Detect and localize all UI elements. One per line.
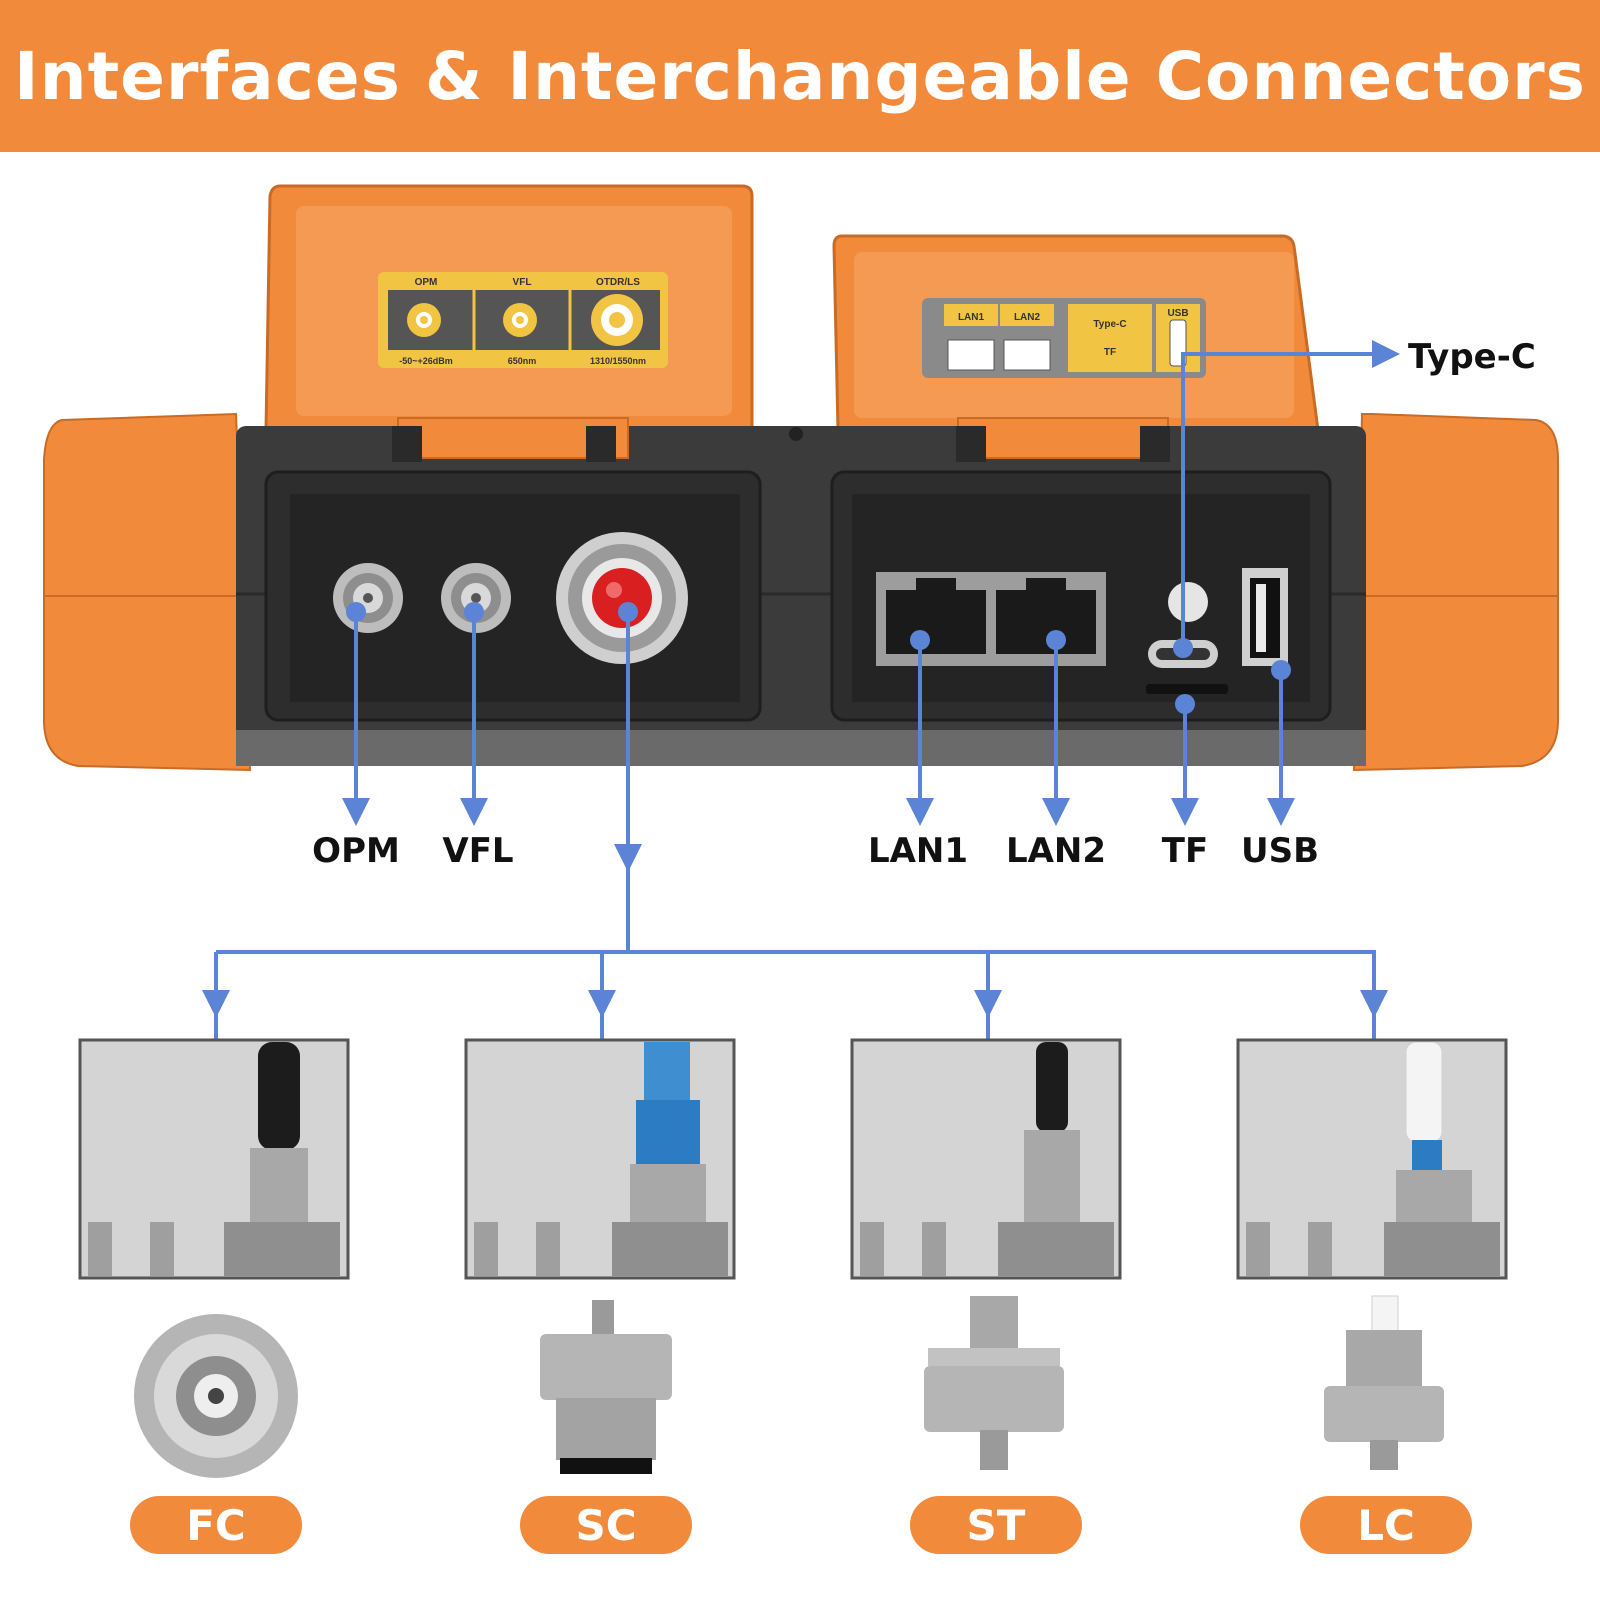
left-port-cover: OPM VFL OTDR/LS -50~+26dBm 650nm 1310/15…: [264, 184, 754, 432]
cover-label-opm: OPM: [415, 277, 438, 288]
right-bumper: [1352, 413, 1559, 772]
right-port-cover: LAN1 LAN2 Type-C TF USB: [832, 234, 1320, 432]
adapter-sc: [540, 1300, 672, 1474]
cover-label-vfl: VFL: [513, 277, 532, 288]
cover-spec-otdr: 1310/1550nm: [590, 356, 646, 366]
opm-port: [333, 563, 403, 633]
connector-st-label: ST: [910, 1496, 1082, 1554]
connector-fc-label: FC: [130, 1496, 302, 1554]
left-bumper: [43, 412, 252, 772]
label-lan2: LAN2: [1006, 831, 1106, 871]
connector-sc-label: SC: [520, 1496, 692, 1554]
cover-label-lan2: LAN2: [1014, 312, 1041, 323]
device-body: [236, 417, 1366, 766]
usb-port: [1242, 568, 1288, 666]
connector-photo-st: [850, 1038, 1122, 1280]
cover-label-typec: Type-C: [1093, 319, 1126, 330]
cover-label-otdr: OTDR/LS: [596, 277, 640, 288]
otdr-port: [556, 532, 688, 664]
port-arrows: [202, 340, 1400, 1040]
connector-lc-label: LC: [1300, 1496, 1472, 1554]
cover-label-lan1: LAN1: [958, 312, 985, 323]
cover-spec-vfl: 650nm: [508, 356, 537, 366]
label-vfl: VFL: [442, 831, 513, 871]
cover-label-usb: USB: [1167, 308, 1188, 319]
cover-spec-opm: -50~+26dBm: [399, 356, 453, 366]
label-type-c: Type-C: [1408, 337, 1536, 377]
page-title: Interfaces & Interchangeable Connectors: [14, 37, 1586, 115]
adapter-lc: [1324, 1295, 1444, 1470]
connector-photo-lc: [1236, 1038, 1508, 1280]
label-opm: OPM: [312, 831, 400, 871]
title-banner: Interfaces & Interchangeable Connectors: [0, 0, 1600, 152]
adapter-st: [924, 1296, 1064, 1470]
connector-photo-sc: [464, 1038, 736, 1280]
label-tf: TF: [1162, 831, 1208, 871]
cover-label-tf: TF: [1104, 347, 1116, 358]
adapter-fc: [134, 1314, 298, 1478]
connector-photo-fc: [78, 1038, 350, 1280]
lan1-port: [876, 572, 1106, 666]
label-lan1: LAN1: [868, 831, 968, 871]
vfl-port: [441, 563, 511, 633]
label-usb: USB: [1241, 831, 1319, 871]
tf-slot: [1146, 684, 1228, 694]
